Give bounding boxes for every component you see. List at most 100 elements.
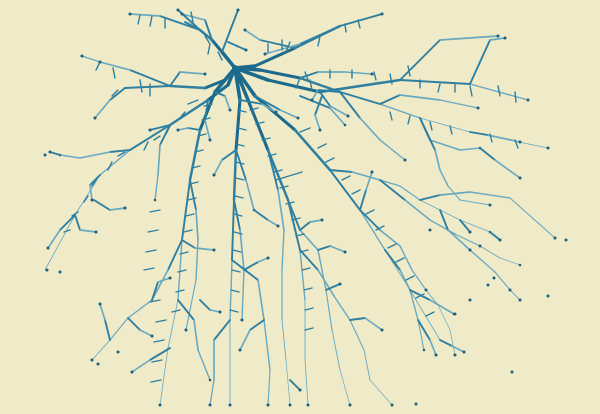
twig-segment — [197, 349, 211, 381]
spur-segment — [407, 65, 411, 77]
twig-segment — [317, 249, 327, 291]
twig-segment — [314, 95, 323, 116]
spur-segment — [183, 229, 193, 233]
spur-segment — [204, 35, 211, 45]
twig-segment — [109, 207, 126, 211]
twig-segment — [149, 124, 171, 131]
twig-segment — [129, 69, 171, 87]
twig-segment — [469, 39, 491, 85]
terminal-node — [343, 123, 347, 127]
terminal-node — [128, 12, 132, 16]
spur-segment — [237, 109, 247, 113]
twig-segment — [49, 151, 61, 156]
terminal-node — [96, 362, 100, 366]
twig-segment — [509, 197, 556, 239]
limb-segment — [159, 347, 169, 406]
spur-segment — [341, 175, 351, 181]
twig-segment — [469, 249, 496, 273]
twig-segment — [439, 169, 449, 187]
twig-segment — [59, 214, 76, 231]
limb-segment — [339, 91, 381, 105]
terminal-node — [553, 236, 557, 240]
spur-segment — [375, 225, 385, 231]
twig-segment — [93, 199, 111, 211]
twig-segment — [177, 127, 189, 131]
twig-segment — [325, 283, 341, 291]
limb-segment — [329, 169, 361, 211]
twig-segment — [451, 345, 465, 353]
terminal-node — [338, 282, 342, 286]
terminal-node — [274, 110, 278, 114]
twig-segment — [289, 379, 301, 391]
spur-segment — [187, 197, 197, 201]
twig-segment — [209, 379, 215, 406]
spur-segment — [437, 83, 441, 93]
spur-segment — [231, 269, 241, 273]
twig-segment — [379, 179, 401, 187]
terminal-node — [208, 378, 212, 382]
twig-segment — [99, 61, 131, 71]
twig-segment — [351, 171, 381, 181]
spur-segment — [304, 327, 314, 331]
terminal-node — [58, 270, 62, 274]
twig-segment — [267, 219, 279, 227]
twig-segment — [479, 147, 496, 161]
spur-segment — [304, 307, 314, 311]
spur-segment — [150, 379, 162, 383]
twig-segment — [241, 269, 245, 321]
spur-segment — [514, 91, 517, 103]
terminal-node — [212, 248, 216, 252]
twig-segment — [239, 329, 251, 351]
twig-segment — [277, 189, 285, 231]
twig-segment — [89, 174, 101, 186]
spur-segment — [179, 251, 189, 255]
terminal-node — [518, 140, 522, 144]
spur-segment — [191, 165, 201, 169]
terminal-node — [228, 403, 232, 407]
spur-segment — [299, 249, 309, 253]
terminal-node — [48, 150, 52, 154]
twig-segment — [199, 299, 211, 311]
spur-segment — [203, 103, 213, 107]
limb-segment — [287, 199, 301, 251]
twig-segment — [429, 299, 455, 315]
terminal-node — [176, 128, 180, 132]
twig-segment — [299, 95, 331, 109]
spur-segment — [230, 289, 240, 293]
twig-segment — [359, 189, 367, 211]
limb-segment — [318, 78, 402, 94]
twig-segment — [459, 147, 481, 151]
twig-segment — [379, 229, 401, 247]
twig-segment — [434, 149, 441, 171]
twig-segment — [379, 179, 406, 201]
terminal-node — [380, 328, 384, 332]
twig-segment — [221, 149, 237, 161]
twig-segment — [213, 159, 223, 176]
spur-segment — [301, 267, 311, 271]
terminal-node — [346, 114, 350, 118]
spur-segment — [232, 249, 242, 253]
twig-segment — [489, 37, 506, 41]
spur-segment — [233, 213, 243, 217]
twig-segment — [417, 319, 431, 341]
spur-segment — [317, 143, 327, 149]
twig-segment — [317, 89, 341, 93]
limb-segment — [210, 38, 224, 54]
terminal-node — [422, 348, 426, 352]
twig-segment — [159, 15, 201, 31]
spur-segment — [185, 213, 195, 217]
twig-segment — [235, 149, 247, 181]
terminal-node — [424, 288, 428, 292]
twig-segment — [189, 179, 197, 211]
spur-segment — [497, 85, 501, 97]
terminal-node — [370, 170, 374, 174]
twig-segment — [279, 109, 299, 119]
spur-segment — [304, 71, 309, 81]
spur-segment — [449, 125, 453, 135]
twig-segment — [179, 71, 206, 75]
twig-segment — [509, 289, 521, 301]
twig-segment — [99, 303, 106, 321]
twig-segment — [417, 319, 425, 351]
terminal-node — [564, 238, 568, 242]
limb-segment — [198, 28, 214, 42]
